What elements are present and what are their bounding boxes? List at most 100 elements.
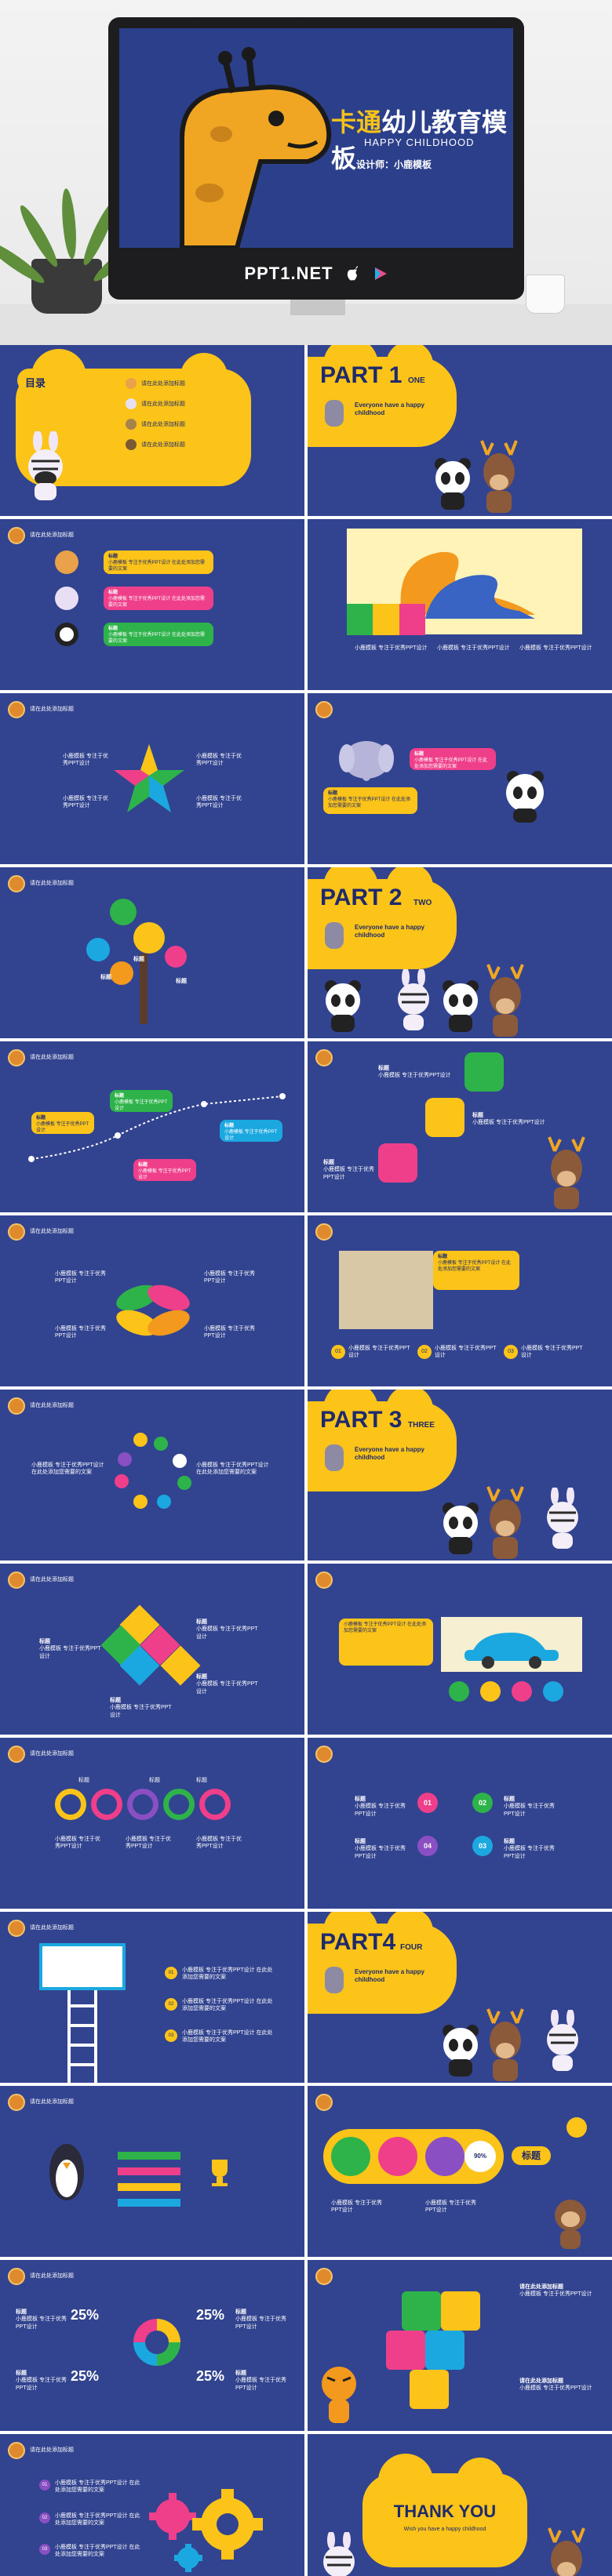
car-image xyxy=(441,1617,582,1672)
umbrella-icon xyxy=(543,1681,563,1702)
part-happy-text: Everyone have a happy childhood xyxy=(355,1968,424,1984)
arch-label: 标题 xyxy=(149,1778,160,1783)
deer-icon xyxy=(126,439,137,450)
note: 请在此处添加标题小鹿模板 专注于优秀PPT设计 xyxy=(519,2378,598,2393)
penguin-icon xyxy=(49,2144,84,2200)
bubble-body: 小鹿模板 专注于优秀PPT设计 在此处添加您需要的文案 xyxy=(108,633,206,645)
circle-icon xyxy=(115,1474,129,1488)
toc-item[interactable]: 请在此处添加标题 xyxy=(126,398,185,409)
arch-ring xyxy=(55,1789,86,1820)
treasure-map-image xyxy=(339,1251,433,1329)
circle-icon xyxy=(154,1437,168,1451)
note-heading: 标题 xyxy=(235,2371,246,2376)
arch-note: 小鹿模板 专注于优秀PPT设计 xyxy=(196,1837,242,1850)
tree-diagram xyxy=(86,899,220,1032)
note: 标题小鹿模板 专注于优秀PPT设计 xyxy=(39,1638,102,1660)
text-bubble: 标题小鹿模板 专注于优秀PPT设计 在此处添加您需要的文案 xyxy=(433,1251,519,1290)
part-title: PART 3 xyxy=(320,1407,403,1433)
dinosaur-icon xyxy=(400,551,535,619)
lion-icon xyxy=(8,1746,25,1763)
part-happy-text: Everyone have a happy childhood xyxy=(355,1446,424,1462)
slide-progress: 90% 标题 小鹿模板 专注于优秀PPT设计 小鹿模板 专注于优秀PPT设计 xyxy=(308,2086,612,2257)
thumbs-up-icon[interactable] xyxy=(347,604,373,635)
tree-node xyxy=(110,899,137,925)
play-icon xyxy=(374,267,387,280)
people-icon[interactable] xyxy=(399,604,425,635)
toc-item-label: 请在此处添加标题 xyxy=(141,442,185,448)
lion-icon xyxy=(8,875,25,892)
monkey-icon xyxy=(126,419,137,430)
lion-icon xyxy=(315,1049,333,1066)
note-heading: 标题 xyxy=(196,1674,207,1680)
slide-title: 请在此处添加标题 xyxy=(30,1751,74,1757)
note-heading: 标题 xyxy=(355,1797,366,1802)
puzzle-piece xyxy=(386,2331,425,2370)
zebra-icon xyxy=(55,587,78,610)
note-body: 小鹿模板 专注于优秀PPT设计 xyxy=(196,1681,258,1695)
slide-part-4: PART4 FOUR Everyone have a happy childho… xyxy=(308,1912,612,2083)
bubble-heading: 标题 xyxy=(108,627,118,631)
star-diagram xyxy=(114,744,184,812)
tiger-icon xyxy=(322,2367,356,2423)
circle-icon xyxy=(157,1495,171,1509)
apple-icon xyxy=(347,266,358,281)
circle-icon xyxy=(118,1452,132,1466)
cover-designer: 设计师：小鹿模板 xyxy=(356,159,432,170)
note: 标题小鹿模板 专注于优秀PPT设计 xyxy=(378,1065,457,1080)
cover-title-rest: 幼儿教育模板 xyxy=(331,108,508,173)
lion-icon xyxy=(315,2268,333,2285)
part-tag: TWO xyxy=(413,899,432,907)
part-happy-text: Everyone have a happy childhood xyxy=(355,401,424,417)
part-tag: THREE xyxy=(408,1421,435,1430)
lightbulb-icon[interactable] xyxy=(373,604,399,635)
note-body: 小鹿模板 专注于优秀PPT设计 xyxy=(519,2385,592,2392)
donkey-icon xyxy=(325,1444,344,1471)
monkey-card xyxy=(425,1098,464,1137)
tree-node xyxy=(165,946,187,968)
bubble-heading: 标题 xyxy=(224,1124,235,1128)
note: 标题小鹿模板 专注于优秀PPT设计 xyxy=(196,1619,259,1640)
tree-node xyxy=(110,961,133,985)
bubble-heading: 标题 xyxy=(108,554,118,559)
note-body: 小鹿模板 专注于优秀PPT设计 xyxy=(16,2378,67,2391)
arch-note: 小鹿模板 专注于优秀PPT设计 xyxy=(126,1837,171,1850)
step-text: 小鹿模板 专注于优秀PPT设计 xyxy=(435,1346,497,1359)
ladder-icon xyxy=(67,1990,97,2083)
note: 标题小鹿模板 专注于优秀PPT设计 xyxy=(472,1112,551,1127)
donkey-icon xyxy=(325,1967,344,1993)
text-bubble: 标题小鹿模板 专注于优秀PPT设计 在此处添加您需要的文案 xyxy=(104,550,213,574)
star-note: 小鹿模板 专注于优秀PPT设计 xyxy=(63,796,108,809)
cover-slide: 卡通幼儿教育模板 HAPPY CHILDHOOD 设计师：小鹿模板 xyxy=(119,28,513,248)
donut-chart xyxy=(133,2319,180,2366)
toc-item[interactable]: 请在此处添加标题 xyxy=(126,378,185,389)
icon-row xyxy=(347,604,425,635)
note: 标题小鹿模板 专注于优秀PPT设计 xyxy=(235,2370,286,2392)
toc-item[interactable]: 请在此处添加标题 xyxy=(126,439,185,450)
note-body: 小鹿模板 专注于优秀PPT设计 xyxy=(39,1646,101,1659)
star-note: 小鹿模板 专注于优秀PPT设计 xyxy=(63,754,108,767)
slide-map: 标题小鹿模板 专注于优秀PPT设计 在此处添加您需要的文案 01 02 03 小… xyxy=(308,1215,612,1386)
toc-item[interactable]: 请在此处添加标题 xyxy=(126,419,185,430)
petal-note: 小鹿模板 专注于优秀PPT设计 xyxy=(55,1326,106,1339)
step-number: 01 xyxy=(165,1967,177,1979)
step-text: 小鹿模板 专注于优秀PPT设计 xyxy=(521,1346,583,1359)
slide-numbers: 01 02 03 04 标题小鹿模板 专注于优秀PPT设计 标题小鹿模板 专注于… xyxy=(308,1738,612,1909)
slide-title: 请在此处添加标题 xyxy=(30,2099,74,2105)
note-heading: 标题 xyxy=(355,1839,366,1844)
decor-dot xyxy=(566,2117,587,2138)
slide-title: 请在此处添加标题 xyxy=(30,881,74,886)
petal-diagram xyxy=(116,1284,190,1336)
bubble-heading: 标题 xyxy=(108,590,118,595)
note-body: 小鹿模板 专注于优秀PPT设计 xyxy=(378,1073,451,1079)
tree-label: 标题 xyxy=(176,979,187,984)
step-number: 02 xyxy=(417,1345,432,1359)
monitor-stand xyxy=(290,300,345,315)
progress-label: 标题 xyxy=(512,2146,551,2165)
lion-icon xyxy=(315,2094,333,2111)
number-badge: 01 xyxy=(417,1793,438,1813)
circle-icon xyxy=(133,1433,148,1447)
tiger-icon xyxy=(55,550,78,574)
slide-title: 请在此处添加标题 xyxy=(30,2447,74,2453)
slide-petals: 请在此处添加标题 小鹿模板 专注于优秀PPT设计 小鹿模板 专注于优秀PPT设计… xyxy=(0,1215,304,1386)
step-number: 02 xyxy=(165,1998,177,2011)
